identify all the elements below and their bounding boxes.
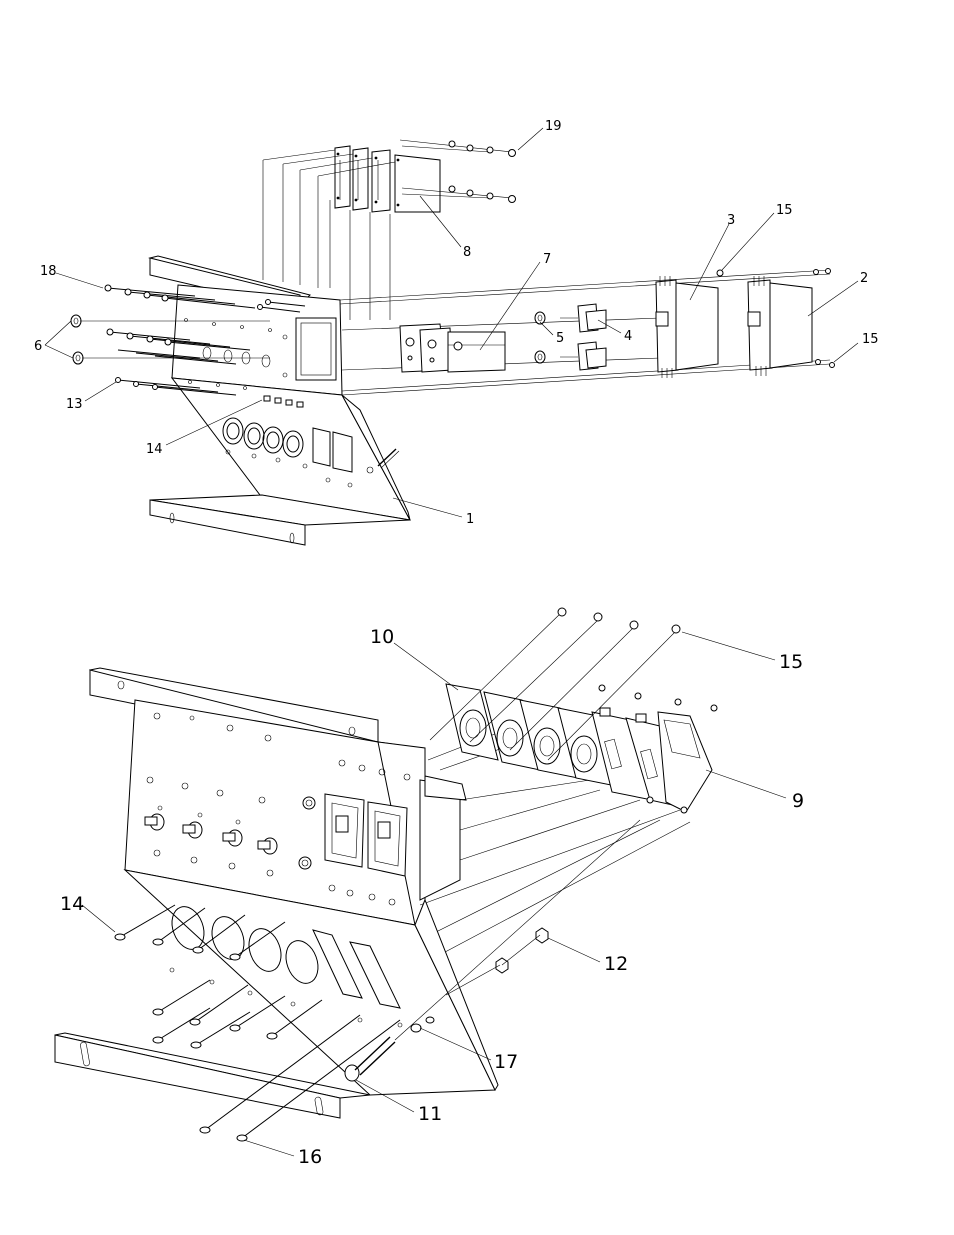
callout-17: 17 xyxy=(494,1051,518,1073)
terminal-block-4 xyxy=(535,304,606,370)
top-exploded-view: 19 8 3 15 2 15 18 7 5 4 6 13 14 1 xyxy=(34,119,879,545)
front-panel-plate xyxy=(90,668,425,925)
callout-15-bottom-view: 15 xyxy=(779,651,803,673)
callout-2: 2 xyxy=(860,271,868,286)
callout-15-bottom: 15 xyxy=(862,332,879,347)
callout-13: 13 xyxy=(66,397,83,412)
callout-16: 16 xyxy=(298,1146,322,1168)
callout-14-top: 14 xyxy=(146,442,163,457)
callout-19: 19 xyxy=(545,119,562,134)
callout-18: 18 xyxy=(40,264,57,279)
callout-5: 5 xyxy=(556,331,564,346)
callout-11: 11 xyxy=(418,1103,442,1125)
contactor-7 xyxy=(400,324,505,372)
callout-7: 7 xyxy=(543,252,551,267)
callout-1: 1 xyxy=(466,512,474,527)
callout-10: 10 xyxy=(370,626,394,648)
callout-4: 4 xyxy=(624,329,632,344)
callout-8: 8 xyxy=(463,245,471,260)
callout-3: 3 xyxy=(727,213,735,228)
callout-12: 12 xyxy=(604,953,628,975)
bottom-exploded-view: 10 15 9 14 12 17 11 16 xyxy=(55,608,804,1168)
panel-plate-upper xyxy=(150,256,342,395)
callout-15-top: 15 xyxy=(776,203,793,218)
callout-9: 9 xyxy=(792,790,804,812)
callout-14-bottom: 14 xyxy=(60,893,84,915)
breaker-3 xyxy=(656,276,718,378)
callout-6: 6 xyxy=(34,339,42,354)
nuts-12 xyxy=(446,928,548,995)
breaker-2 xyxy=(717,269,835,377)
